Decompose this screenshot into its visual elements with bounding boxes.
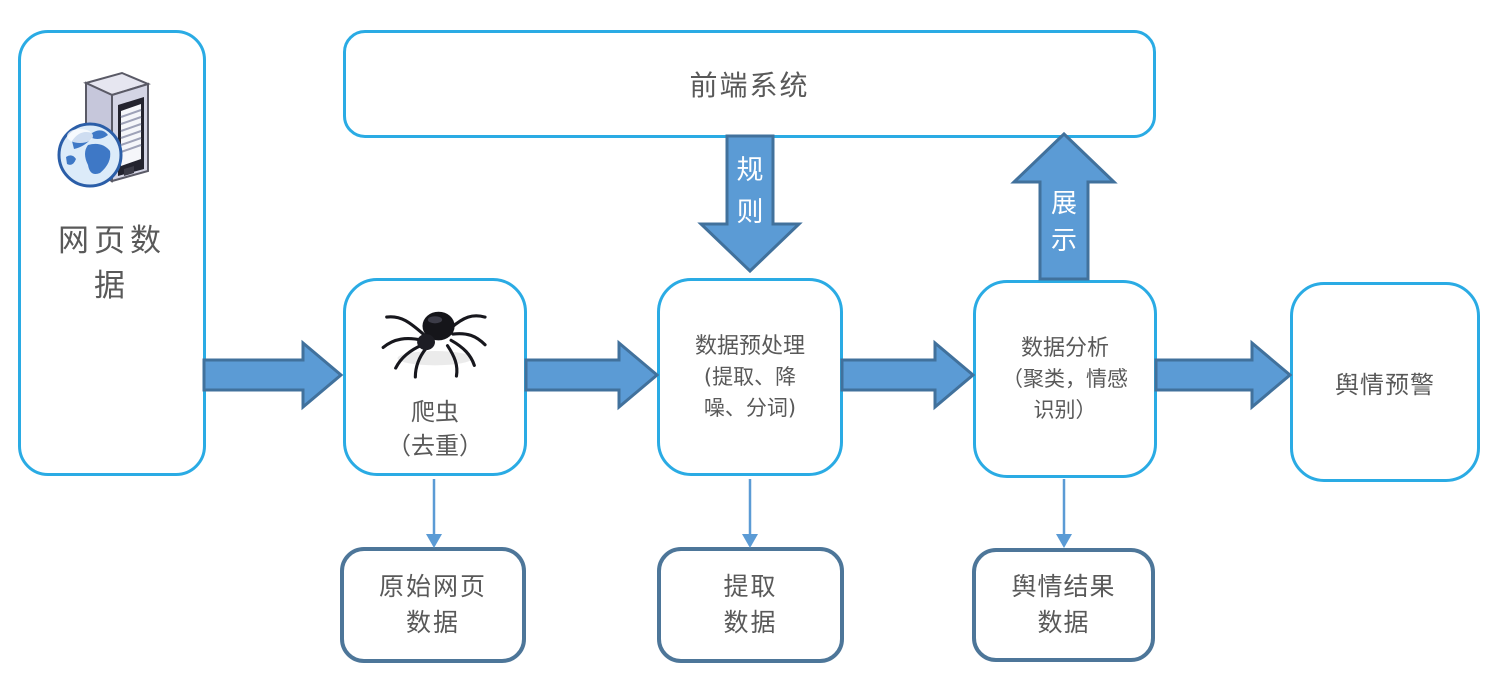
node-opinion-warning-label: 舆情预警 <box>1335 370 1435 399</box>
connector-arrowhead <box>1056 534 1072 548</box>
connector-arrowhead <box>426 534 442 548</box>
node-preprocessing: 数据预处理 (提取、降 噪、分词) <box>657 278 843 476</box>
node-raw-web-data-label-line2: 数据 <box>405 608 460 637</box>
node-web-data-label-line2: 据 <box>94 268 130 304</box>
node-crawler: 爬虫 （去重） <box>343 278 527 476</box>
arrow-rules-down <box>697 134 803 274</box>
node-web-data-label-line1: 网页数 <box>58 223 166 259</box>
node-crawler-label-line2: （去重） <box>387 432 483 460</box>
arrow-webdata-to-crawler <box>202 339 344 411</box>
node-crawler-label-line1: 爬虫 <box>411 398 459 426</box>
node-extracted-data: 提取 数据 <box>657 547 844 663</box>
arrow-analysis-to-warning <box>1154 339 1293 411</box>
node-opinion-warning: 舆情预警 <box>1290 282 1480 482</box>
node-opinion-result-data-label-line2: 数据 <box>1037 608 1090 637</box>
node-extracted-data-label-line1: 提取 <box>723 572 778 601</box>
spider-icon <box>372 301 498 385</box>
node-opinion-result-data: 舆情结果 数据 <box>972 548 1155 662</box>
node-analysis: 数据分析 （聚类，情感 识别） <box>973 280 1157 478</box>
node-raw-web-data-label-line1: 原始网页 <box>378 572 487 601</box>
node-analysis-label-line1: 数据分析 <box>1020 335 1109 361</box>
node-analysis-label-line3: 识别） <box>1033 397 1097 422</box>
node-preprocessing-label-line2: (提取、降 <box>703 364 797 389</box>
web-server-globe-icon <box>46 63 178 201</box>
arrow-preprocessing-to-analysis <box>840 339 976 411</box>
node-preprocessing-label-line1: 数据预处理 <box>694 333 805 359</box>
node-preprocessing-label-line3: 噪、分词) <box>703 395 797 420</box>
node-opinion-result-data-label-line1: 舆情结果 <box>1011 572 1116 601</box>
node-analysis-label-line2: （聚类，情感 <box>1002 366 1128 391</box>
arrow-crawler-to-preprocessing <box>524 339 660 411</box>
node-extracted-data-label-line2: 数据 <box>723 608 778 637</box>
arrow-display-up <box>1010 131 1118 281</box>
display-arrow-label: 展 示 <box>1050 189 1077 256</box>
node-frontend-system-label: 前端系统 <box>689 69 810 102</box>
connector-arrowhead <box>742 534 758 548</box>
rules-arrow-label: 规 则 <box>736 155 764 228</box>
node-raw-web-data: 原始网页 数据 <box>340 547 526 663</box>
node-frontend-system: 前端系统 <box>343 30 1156 138</box>
node-web-data: 网页数 据 <box>18 30 206 476</box>
